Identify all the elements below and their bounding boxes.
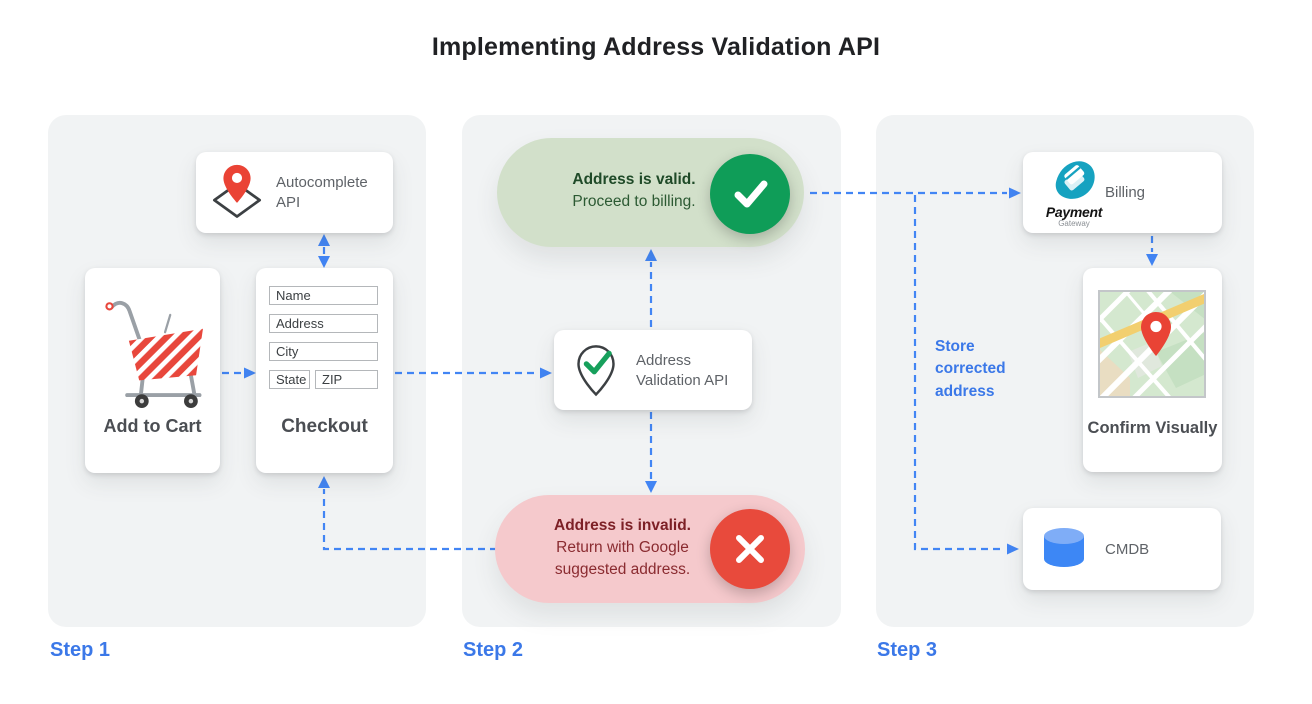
valid-pill-text: Address is valid. Proceed to billing. <box>519 169 749 213</box>
address-validation-api-label: Address Validation API <box>636 352 729 389</box>
autocomplete-api-icon <box>212 164 262 218</box>
step2-label: Step 2 <box>463 639 524 661</box>
shopping-cart-icon <box>105 300 203 408</box>
payment-gateway-icon <box>1055 161 1095 199</box>
billing-card: Payment Gateway Billing <box>1023 152 1222 233</box>
payment-gateway-logo: Payment Gateway <box>1035 158 1113 228</box>
x-badge <box>710 509 790 589</box>
step3-label: Step 3 <box>877 639 938 661</box>
check-badge <box>710 154 790 234</box>
invalid-pill-title: Address is invalid. <box>554 517 691 534</box>
x-icon <box>736 535 764 563</box>
map-thumbnail <box>1098 290 1206 398</box>
city-field: City <box>269 342 378 361</box>
payment-logo-title: Payment <box>1045 204 1103 220</box>
valid-pill-title: Address is valid. <box>572 171 696 188</box>
page-title: Implementing Address Validation API <box>431 33 881 61</box>
billing-label: Billing <box>1105 184 1146 201</box>
add-to-cart-label: Add to Cart <box>103 416 202 436</box>
name-field: Name <box>269 286 378 305</box>
map-pin-icon <box>1141 312 1171 356</box>
invalid-pill-subtitle: Return with Google suggested address. <box>554 539 691 578</box>
confirm-visually-card: Confirm Visually <box>1083 268 1222 472</box>
address-field: Address <box>269 314 378 333</box>
check-icon <box>734 180 768 208</box>
store-corrected-address-note: Store corrected address <box>935 338 1006 400</box>
address-validation-api-icon <box>577 345 615 397</box>
step1-label: Step 1 <box>50 639 111 661</box>
valid-pill-subtitle: Proceed to billing. <box>572 193 696 210</box>
checkout-card: Name Address City State ZIP Checkout <box>256 268 393 473</box>
address-validation-api-card: Address Validation API <box>554 330 752 410</box>
confirm-visually-label: Confirm Visually <box>1087 419 1218 437</box>
cmdb-card: CMDB <box>1023 508 1221 590</box>
add-to-cart-card: Add to Cart <box>85 268 220 473</box>
cmdb-label: CMDB <box>1105 541 1150 558</box>
state-field: State <box>269 370 310 389</box>
autocomplete-api-label: Autocomplete API <box>276 174 368 211</box>
zip-field: ZIP <box>315 370 378 389</box>
database-icon <box>1044 528 1084 567</box>
checkout-label: Checkout <box>281 416 368 437</box>
autocomplete-api-card: Autocomplete API <box>196 152 393 233</box>
invalid-pill-text: Address is invalid. Return with Google s… <box>520 515 725 581</box>
payment-logo-subtitle: Gateway <box>1058 219 1090 228</box>
